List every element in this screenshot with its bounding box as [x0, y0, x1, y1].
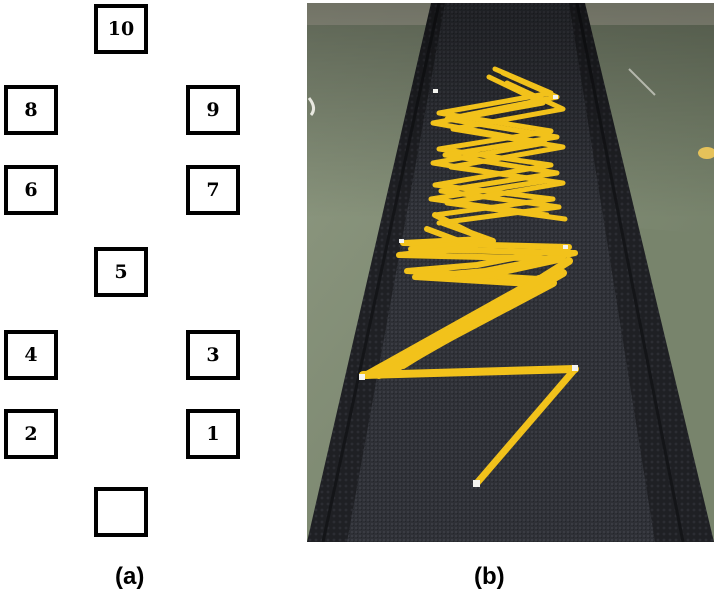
box-7: 7 [186, 165, 240, 215]
walkway-photo [307, 3, 714, 542]
box-start [94, 487, 148, 537]
box-2: 2 [4, 409, 58, 459]
caption-b: (b) [474, 563, 505, 590]
grid-layout-diagram: 10 8 9 6 7 5 4 3 2 1 [0, 0, 300, 560]
box-1: 1 [186, 409, 240, 459]
caption-a: (a) [115, 563, 145, 590]
walkway-photo-graphic [307, 3, 714, 542]
box-6: 6 [4, 165, 58, 215]
box-10: 10 [94, 4, 148, 54]
box-9: 9 [186, 85, 240, 135]
box-4: 4 [4, 330, 58, 380]
box-5: 5 [94, 247, 148, 297]
box-3: 3 [186, 330, 240, 380]
box-8: 8 [4, 85, 58, 135]
